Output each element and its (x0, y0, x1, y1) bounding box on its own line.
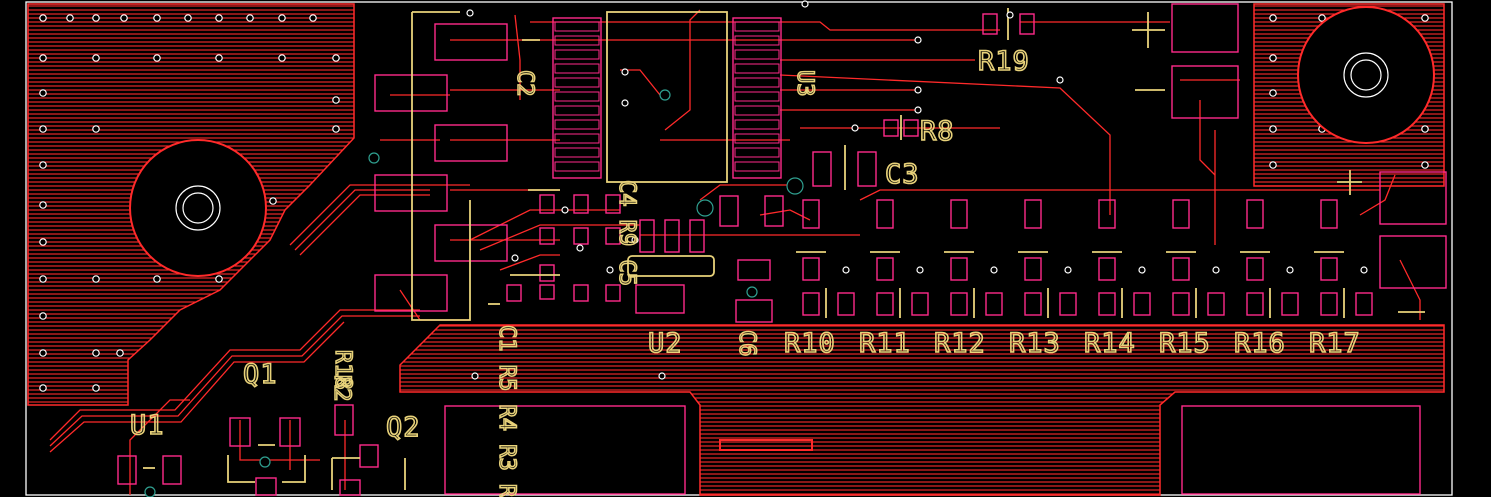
label-r2-rotated: R2 (329, 375, 354, 402)
label-q2: Q2 (386, 412, 421, 443)
silk-outline-left (411, 11, 471, 321)
capacitor-c3 (812, 145, 877, 190)
label-q1: Q1 (243, 359, 278, 390)
mounting-hole-icon (129, 139, 267, 277)
passive-cluster (506, 39, 784, 323)
label-r18-rotated: R18 (330, 350, 355, 390)
label-cluster-top-rotated: C4 R9 C5 (614, 180, 639, 286)
transistor-q1 (227, 417, 306, 483)
pad-column-left (374, 23, 508, 312)
label-u2: U2 (648, 328, 683, 359)
label-r12: R12 (934, 328, 986, 359)
label-r17: R17 (1309, 328, 1361, 359)
label-c3: C3 (885, 159, 920, 190)
label-c2-rotated: C2 (512, 70, 537, 97)
pad-q1-ground (255, 477, 277, 496)
via-grid-left (39, 14, 340, 392)
label-u3-rotated: U3 (792, 70, 817, 97)
label-u1: U1 (130, 410, 165, 441)
label-r11: R11 (859, 328, 911, 359)
fiducial-icon (488, 12, 1425, 313)
label-c6-rotated: C6 (734, 330, 759, 357)
label-cluster-bottom-rotated: C1 R5 R4 R3 R1 (494, 325, 519, 497)
ic-u3-right-pins (732, 17, 782, 179)
ic-u3-left-pins (552, 17, 602, 179)
label-r19: R19 (978, 46, 1030, 77)
label-r14: R14 (1084, 328, 1136, 359)
ic-u1 (117, 455, 182, 485)
drill-group (144, 0, 1064, 497)
label-r8: R8 (920, 116, 955, 147)
label-r15: R15 (1159, 328, 1211, 359)
mounting-hole-icon (1297, 6, 1435, 144)
trace-group (49, 9, 1421, 495)
label-r10: R10 (784, 328, 836, 359)
resistor-row (796, 199, 1373, 318)
pad-group-top-right (444, 3, 1447, 495)
resistor-r8 (883, 115, 919, 140)
label-r13: R13 (1009, 328, 1061, 359)
transistor-q2 (331, 404, 406, 496)
slot-outline (719, 439, 813, 451)
label-r16: R16 (1234, 328, 1286, 359)
ic-u3-body-outline (606, 11, 728, 183)
